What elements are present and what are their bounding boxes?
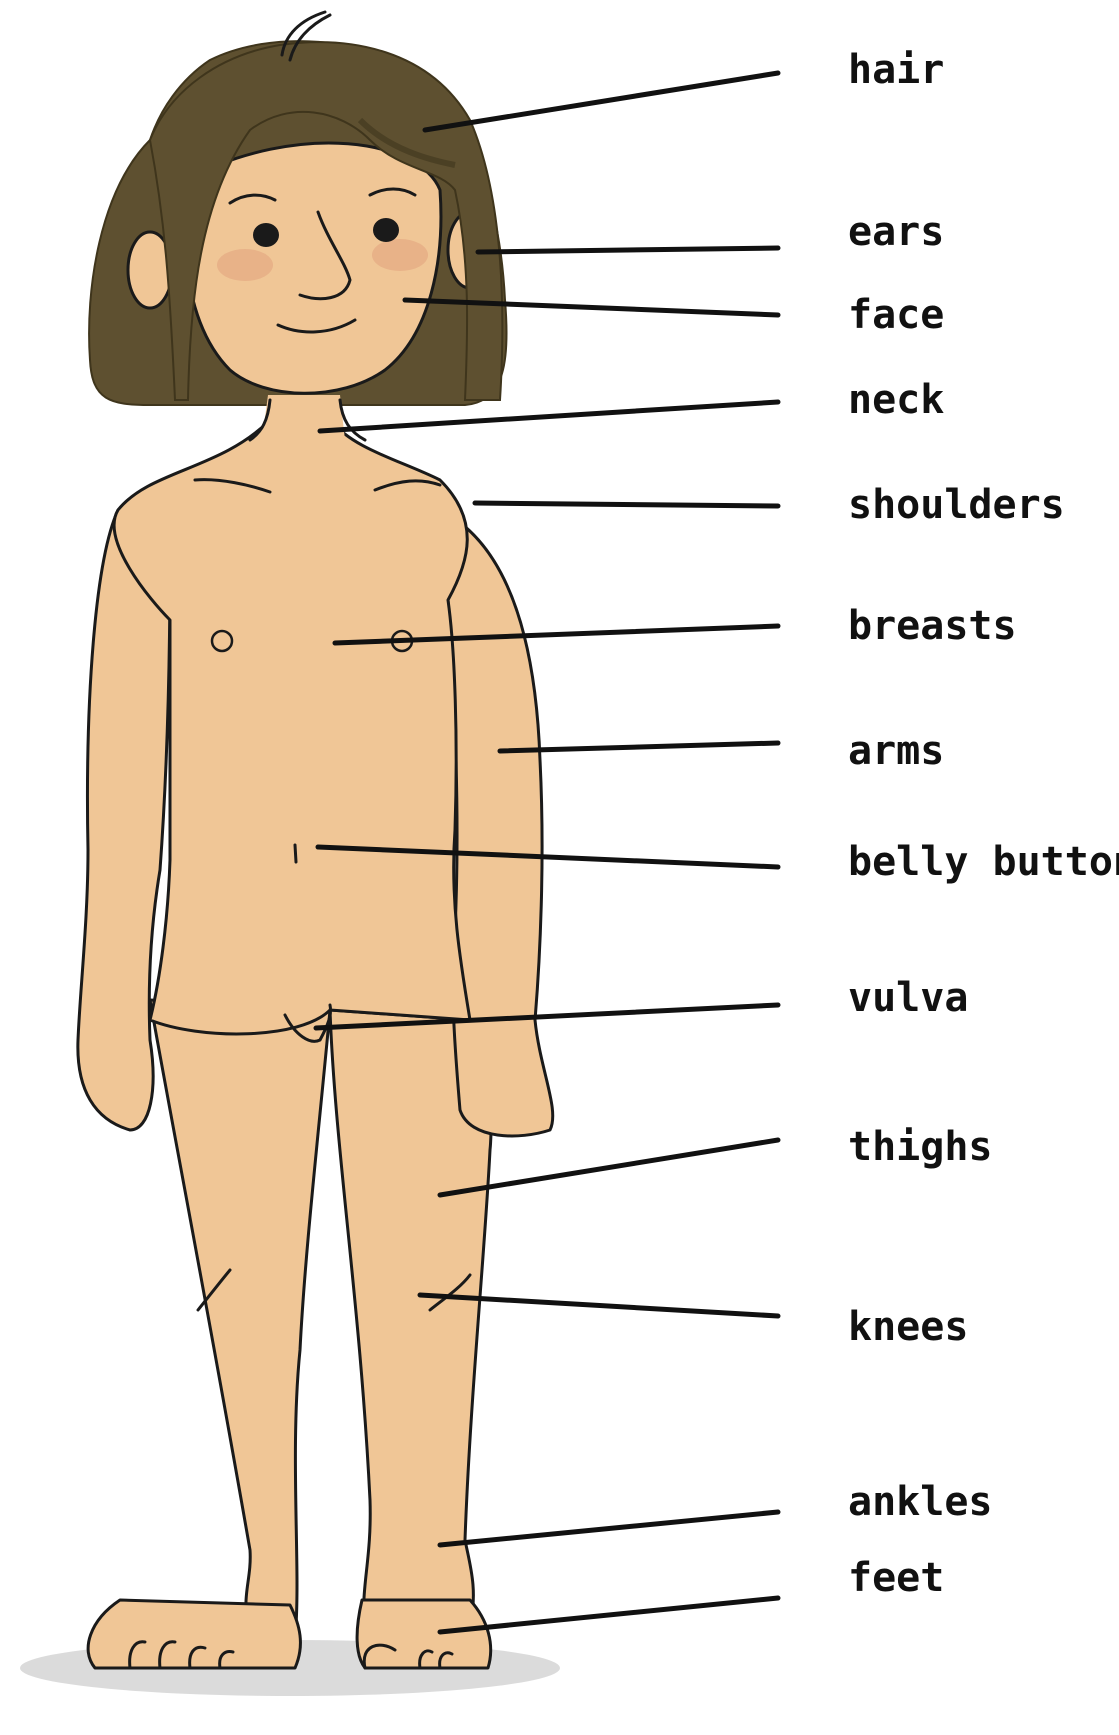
leader-line-neck [320,402,778,431]
label-face: face [848,292,944,338]
left-cheek [217,249,273,281]
right-foot [357,1600,491,1668]
label-knees: knees [848,1304,968,1350]
leader-line-ears [478,248,778,252]
label-hair: hair [848,47,944,93]
label-feet: feet [848,1555,944,1601]
belly-button-mark [295,845,296,862]
leader-line-feet [440,1598,778,1632]
right-arm [440,510,553,1136]
leader-line-shoulders [475,503,778,506]
left-foot [88,1600,300,1668]
leader-line-hair [425,73,778,130]
label-thighs: thighs [848,1124,993,1170]
label-shoulders: shoulders [848,482,1065,528]
neck-shape [262,395,345,446]
label-breasts: breasts [848,603,1017,649]
right-cheek [372,239,428,271]
left-eye [253,223,279,247]
label-belly-button: belly button [848,839,1119,885]
label-arms: arms [848,728,944,774]
right-eye [373,218,399,242]
label-ankles: ankles [848,1479,993,1525]
label-ears: ears [848,209,944,255]
leader-line-ankles [440,1512,778,1545]
label-neck: neck [848,377,944,423]
label-vulva: vulva [848,975,968,1021]
leader-line-arms [500,743,778,751]
left-leg [150,1000,330,1625]
